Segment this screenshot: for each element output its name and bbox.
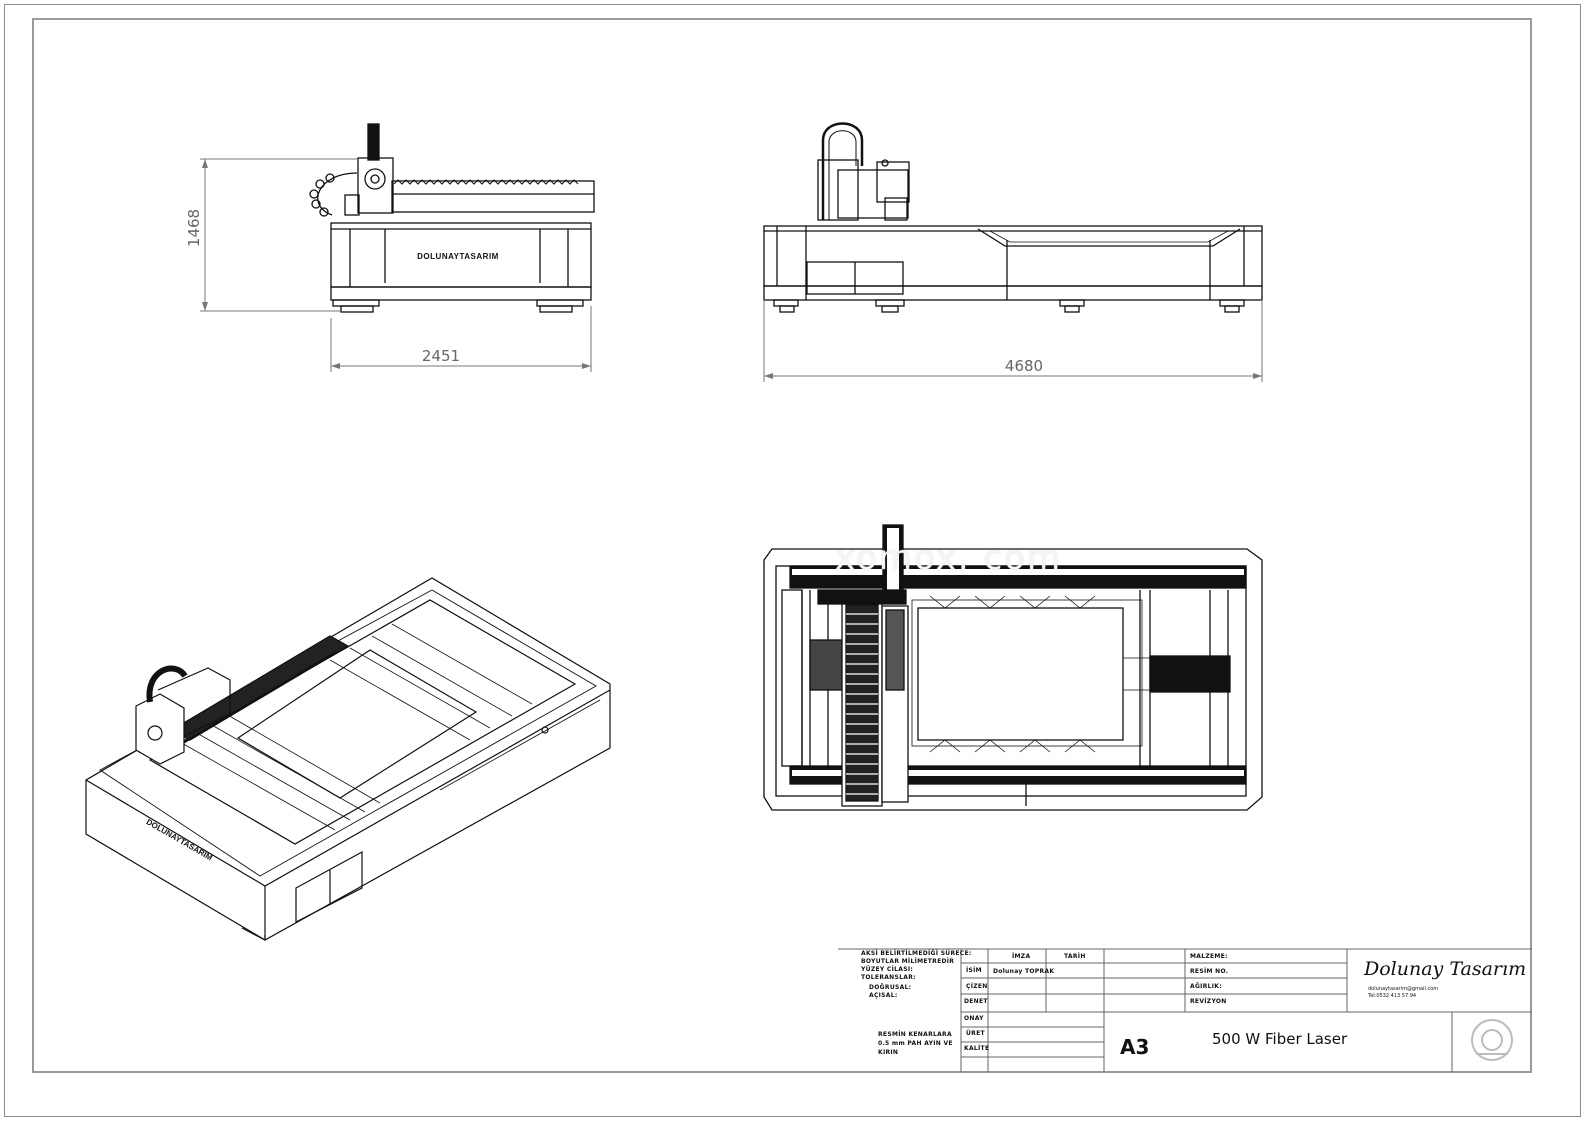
dim-length: 4680: [1005, 357, 1043, 375]
field-weight: AĞIRLIK:: [1190, 983, 1222, 990]
iso-brand: DOLUNAYTASARIM: [145, 817, 214, 862]
isometric-view: [85, 577, 611, 941]
row-approved: ONAY: [964, 1015, 984, 1022]
sheet-size: A3: [1120, 1035, 1150, 1059]
row-drawn: ÇİZEN: [966, 983, 988, 990]
title-block-grid: [838, 948, 1532, 1072]
drawing-frame: [32, 18, 1532, 1073]
header-date: TARİH: [1064, 953, 1086, 960]
dim-width: 2451: [422, 347, 460, 365]
note-edge-2: 0.5 mm PAH AYIN VE: [878, 1040, 953, 1047]
side-brand: DOLUNAYTASARIM: [417, 252, 499, 261]
note-line-4: TOLERANSLAR:: [861, 974, 916, 981]
front-view: [763, 122, 1263, 382]
watermark: xomox. com: [835, 538, 1063, 578]
note-line-6: AÇISAL:: [869, 992, 898, 999]
header-signature: İMZA: [1012, 953, 1031, 960]
side-view: [200, 123, 595, 372]
sheet-border: [4, 4, 1581, 1117]
drawn-by: Dolunay TOPRAK: [993, 968, 1055, 975]
note-line-2: BOYUTLAR MİLİMETREDİR: [861, 958, 955, 965]
note-line-5: DOĞRUSAL:: [869, 984, 912, 991]
field-drawing-no: RESİM NO.: [1190, 968, 1229, 975]
row-name: İSİM: [966, 967, 982, 974]
field-revision: REVİZYON: [1190, 998, 1227, 1005]
row-manufacture: ÜRET: [966, 1030, 985, 1037]
company-email: dolunaytasarim@gmail.com: [1368, 986, 1439, 992]
company-signature: Dolunay Tasarım: [1364, 958, 1527, 980]
product-title: 500 W Fiber Laser: [1212, 1030, 1348, 1048]
top-view: [763, 524, 1263, 811]
note-edge-3: KIRIN: [878, 1049, 899, 1056]
note-line-1: AKSİ BELİRTİLMEDİĞİ SÜRECE:: [861, 950, 972, 957]
note-edge-1: RESMİN KENARLARA: [878, 1031, 952, 1038]
company-phone: Tel:0532 413 57 94: [1368, 993, 1417, 999]
row-quality: KALİTE: [964, 1045, 990, 1052]
dim-height: 1468: [185, 209, 203, 247]
note-line-3: YÜZEY CİLASI:: [861, 966, 914, 973]
field-material: MALZEME:: [1190, 953, 1228, 960]
row-checked: DENET: [964, 998, 988, 1005]
